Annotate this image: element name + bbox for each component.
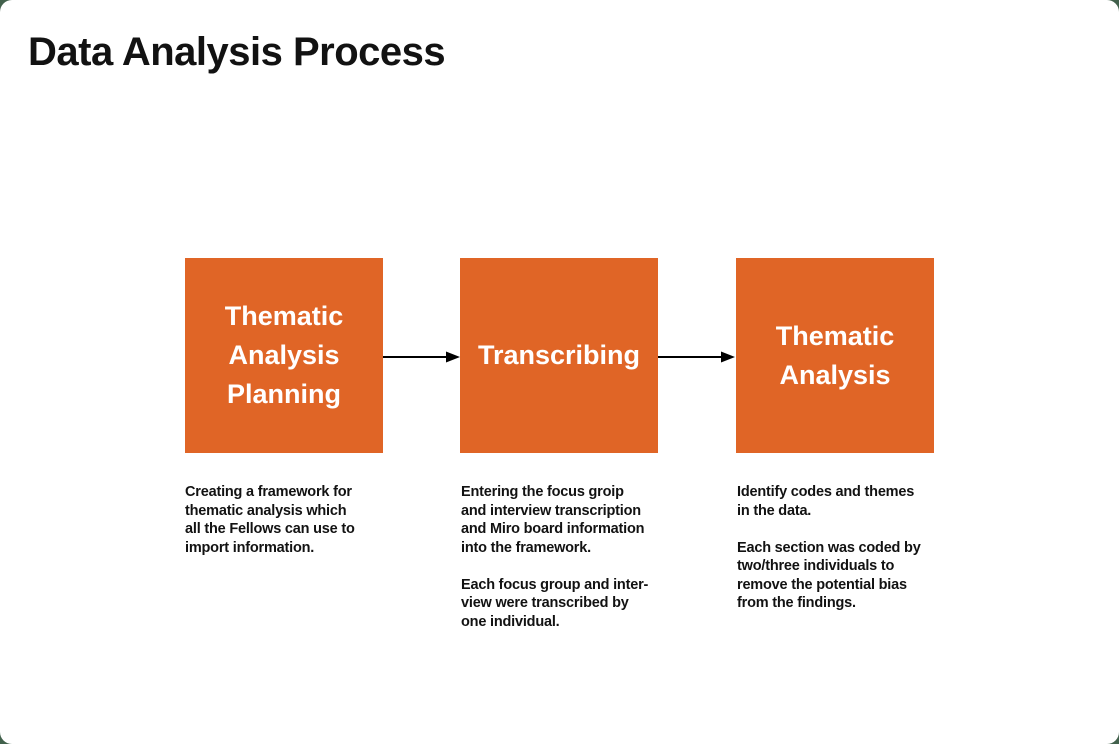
step-box-thematic-analysis-planning: Thematic Analysis Planning xyxy=(185,258,383,453)
step-label: Thematic Analysis xyxy=(775,320,895,390)
step-label: Thematic Analysis Planning xyxy=(224,301,344,409)
step-description-thematic-analysis-planning: Creating a framework for thematic analys… xyxy=(185,484,355,556)
step-box-transcribing: Transcribing xyxy=(460,258,658,453)
step-label: Transcribing xyxy=(477,340,641,370)
page-title: Data Analysis Process xyxy=(28,30,446,74)
arrow-right-icon xyxy=(383,351,460,363)
step-description-thematic-analysis: Identify codes and themes in the data. E… xyxy=(737,484,921,611)
arrow-right-icon xyxy=(658,351,735,363)
step-description-transcribing: Entering the focus groip and interview t… xyxy=(461,484,649,630)
step-box-thematic-analysis: Thematic Analysis xyxy=(736,258,934,453)
